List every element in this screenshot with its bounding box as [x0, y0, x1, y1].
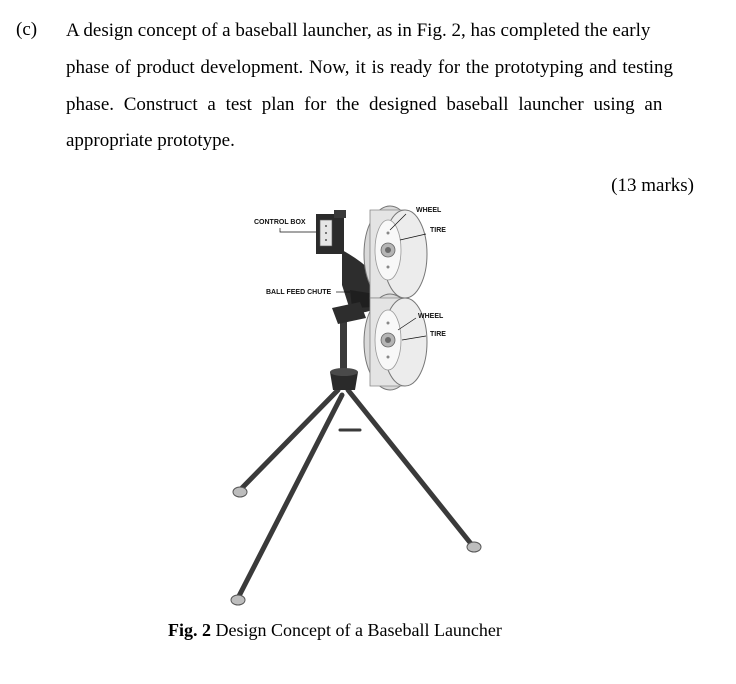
baseball-launcher-illustration: CONTROL BOX BALL FEED CHUTE WHEEL TIRE W… [230, 205, 482, 606]
top-wheel-label: WHEEL [416, 207, 442, 214]
question-line-2: phase of product development. Now, it is… [66, 57, 674, 78]
question-line-3: phase. Construct a test plan for the des… [66, 94, 663, 115]
question-line-1: A design concept of a baseball launcher,… [66, 20, 651, 41]
tripod-feet [230, 486, 482, 606]
top-wheel [363, 205, 428, 303]
figure-number: Fig. 2 [168, 620, 211, 640]
control-box [316, 210, 346, 254]
tripod-legs [235, 387, 475, 601]
center-post [330, 315, 358, 390]
ball-feed-chute-label: BALL FEED CHUTE [266, 289, 332, 296]
figure-caption: Fig. 2 Design Concept of a Baseball Laun… [168, 620, 502, 641]
callout-leaders [279, 213, 427, 341]
figure-caption-text: Design Concept of a Baseball Launcher [211, 620, 502, 640]
top-tire-label: TIRE [430, 227, 446, 234]
bottom-tire-label: TIRE [430, 331, 446, 338]
bottom-wheel [363, 293, 428, 391]
question-line-4: appropriate prototype. [66, 130, 235, 151]
bottom-wheel-label: WHEEL [418, 313, 444, 320]
question-label: (c) [16, 19, 38, 40]
control-box-label: CONTROL BOX [254, 219, 306, 226]
marks-label: (13 marks) [611, 175, 694, 196]
baseball-launcher-figure: CONTROL BOX BALL FEED CHUTE WHEEL TIRE W… [220, 190, 520, 610]
